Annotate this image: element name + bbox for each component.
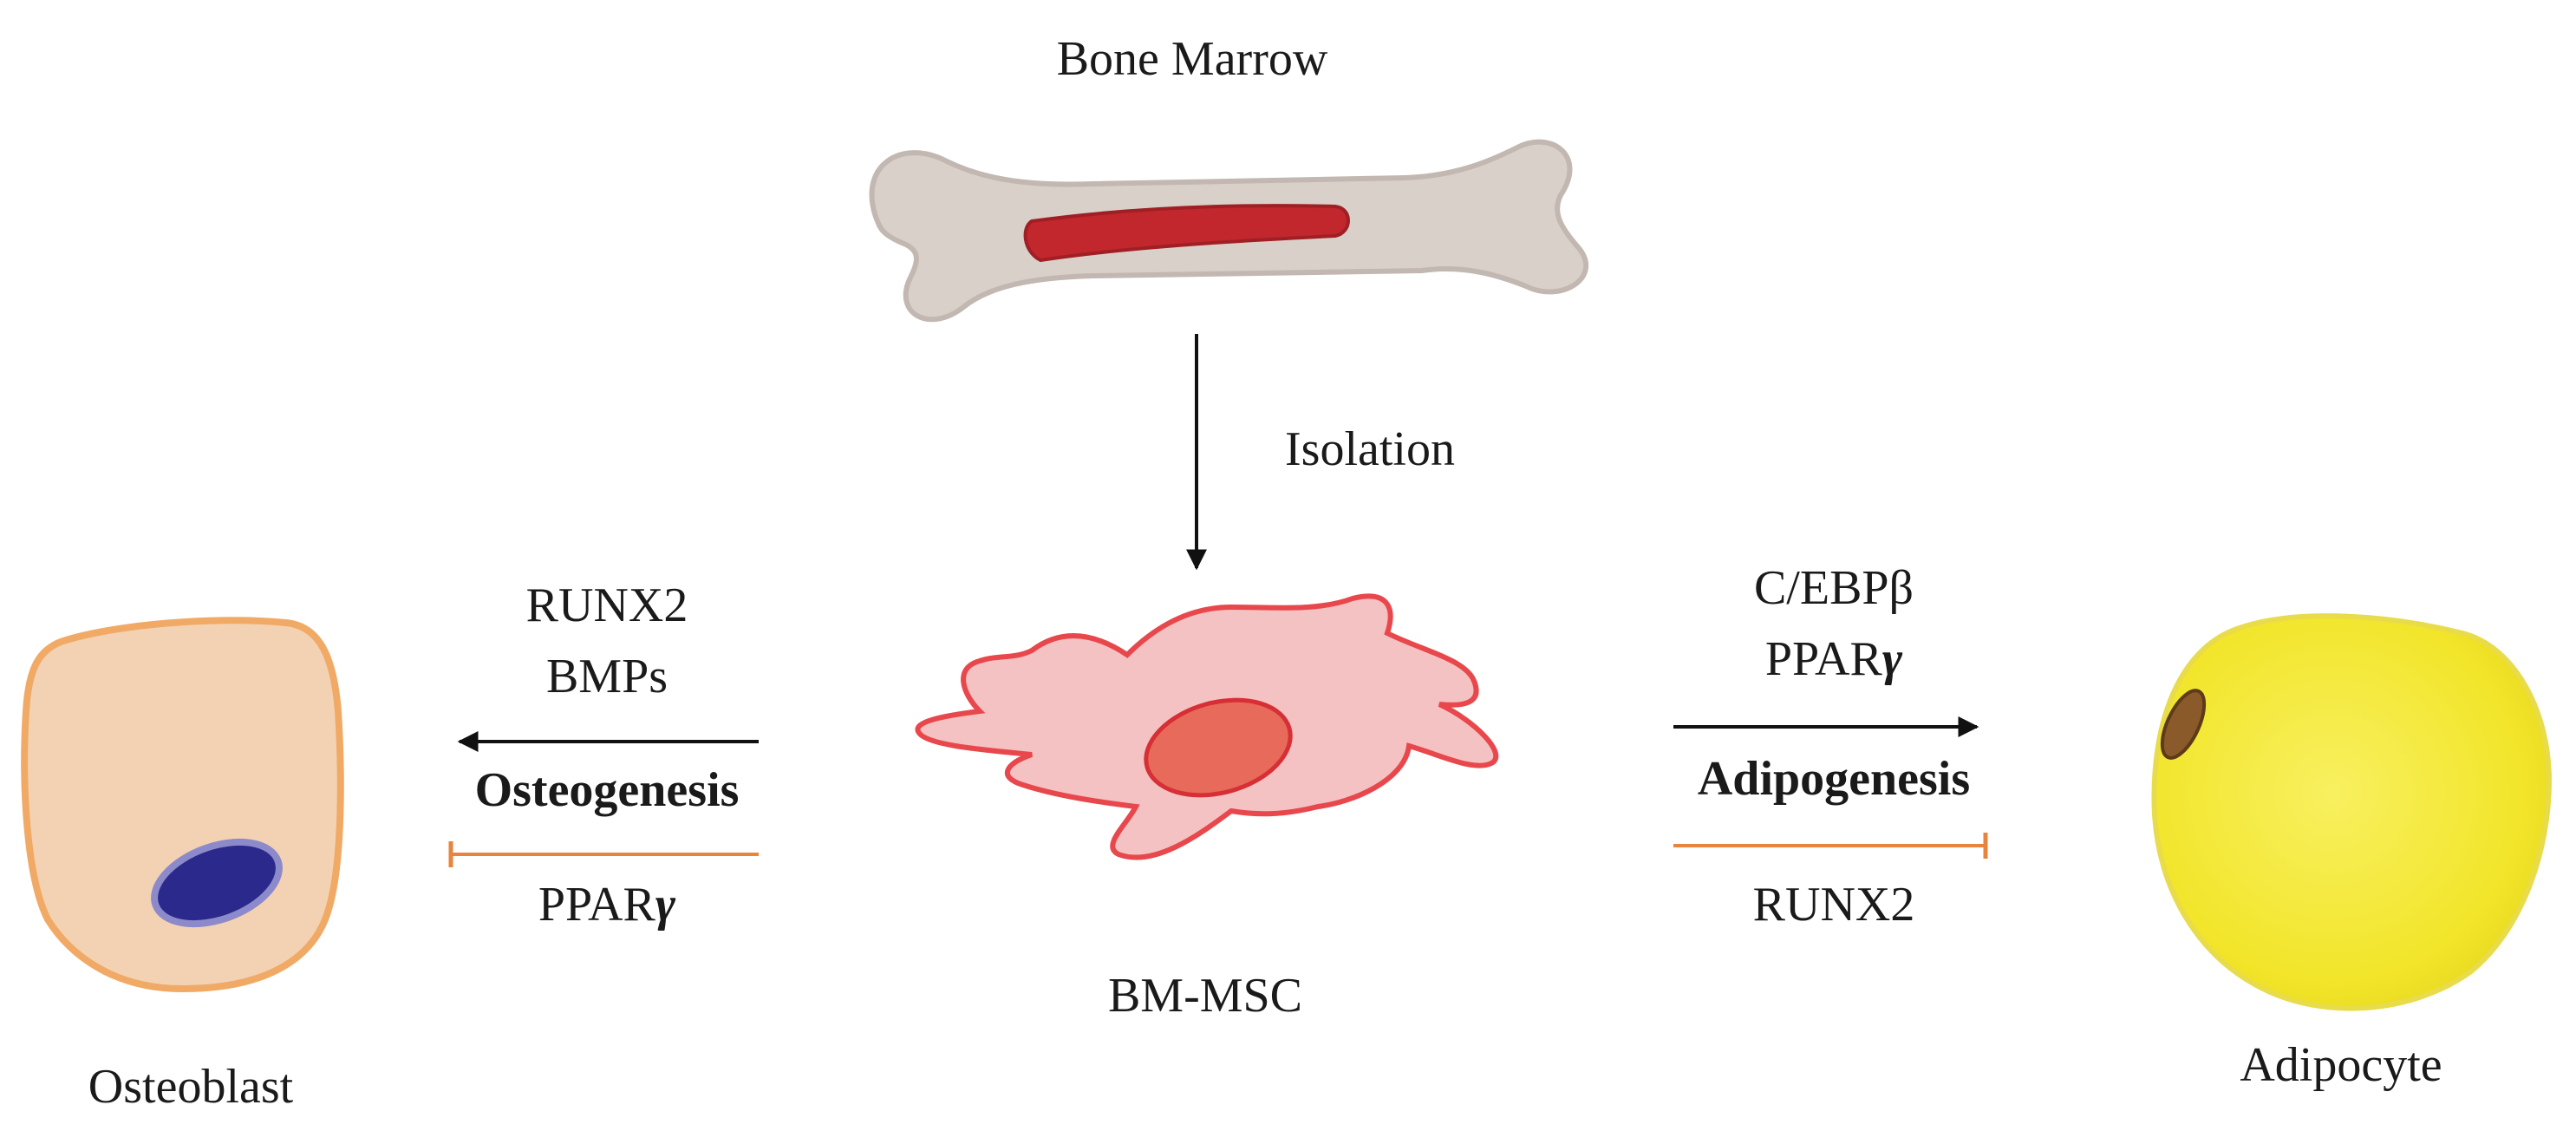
adipocyte-label: Adipocyte bbox=[2240, 1038, 2442, 1092]
adipo-promoter-cebpb: C/EBPβ bbox=[1753, 561, 1914, 615]
osteo-inhibitor-ppar: PPARγ bbox=[538, 878, 676, 932]
msc-cell-icon bbox=[915, 593, 1499, 860]
marrow-icon bbox=[1023, 204, 1350, 263]
osteogenesis-label: Osteogenesis bbox=[474, 763, 740, 817]
osteoblast-nucleus-icon bbox=[151, 838, 283, 928]
isolation-label: Isolation bbox=[1285, 422, 1455, 476]
diagram-title: Bone Marrow bbox=[1056, 32, 1328, 86]
adipogenesis-inhibition-bar bbox=[1673, 833, 1988, 859]
osteo-promoter-runx2: RUNX2 bbox=[525, 579, 688, 632]
osteo-promoter-bmps: BMPs bbox=[545, 650, 668, 703]
adipo-promoter-ppar: PPARγ bbox=[1764, 632, 1903, 686]
osteogenesis-inhibition-bar bbox=[448, 841, 759, 867]
bone-icon bbox=[869, 139, 1589, 323]
osteoblast-label: Osteoblast bbox=[88, 1060, 294, 1114]
adipogenesis-label: Adipogenesis bbox=[1697, 752, 1971, 806]
msc-nucleus-icon bbox=[1144, 697, 1293, 798]
osteoblast-cell-icon bbox=[21, 617, 344, 993]
adipocyte-nucleus-icon bbox=[2160, 689, 2207, 760]
adipocyte-cell-icon bbox=[2151, 613, 2553, 1011]
adipo-inhibitor-runx2: RUNX2 bbox=[1752, 878, 1915, 932]
msc-label: BM-MSC bbox=[1107, 969, 1303, 1023]
